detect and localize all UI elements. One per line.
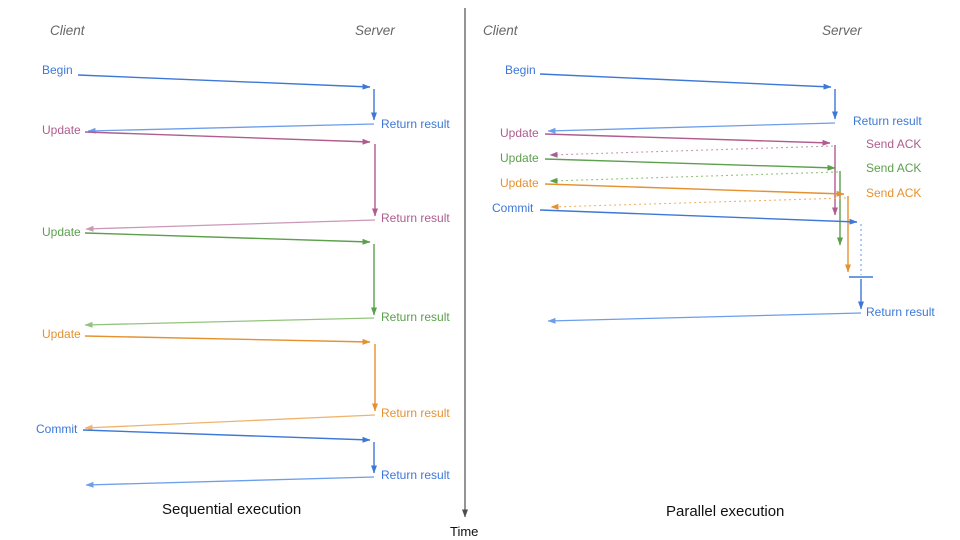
right-begin-response-arrow [547,122,836,134]
left-client-header: Client [50,23,85,38]
left-begin-response-label: Return result [381,117,450,131]
left-commit-request-arrow [82,429,371,443]
right-update1-ack-label: Send ACK [866,137,922,151]
right-commit-response-label: Return result [866,305,935,319]
right-update1-ack-dashed-arrow [549,145,834,158]
left-update2-response-arrow [84,317,375,328]
right-client-header: Client [483,23,518,38]
left-update3-response-label: Return result [381,406,450,420]
time-axis-label: Time [450,524,479,539]
left-diagram-lines [77,74,378,488]
right-begin-response-label: Return result [853,114,922,128]
left-update2-request-arrow [84,232,371,245]
right-update3-ack-dashed-arrow [550,197,847,210]
right-begin-label: Begin [505,63,536,77]
left-update1-response-label: Return result [381,211,450,225]
left-diagram-title: Sequential execution [162,501,302,518]
right-update1-label: Update [500,126,539,140]
right-update3-request-arrow [544,183,845,197]
left-update1-request-arrow [84,131,371,145]
left-commit-response-arrow [85,476,375,488]
left-update1-response-arrow [85,219,376,232]
right-update2-ack-label: Send ACK [866,161,922,175]
left-begin-response-arrow [87,123,375,134]
right-commit-request-arrow [539,209,858,225]
right-update2-label: Update [500,151,539,165]
left-update3-response-arrow [84,414,376,431]
left-update2-response-label: Return result [381,310,450,324]
left-server-header: Server [355,23,395,38]
left-commit-label: Commit [36,422,78,436]
right-commit-response-arrow [547,312,862,324]
left-update2-label: Update [42,225,81,239]
left-update1-label: Update [42,123,81,137]
left-commit-response-label: Return result [381,468,450,482]
left-update3-request-arrow [84,335,371,345]
left-begin-request-arrow [77,74,371,90]
left-begin-label: Begin [42,63,73,77]
right-update3-ack-label: Send ACK [866,186,922,200]
right-update2-ack-dashed-arrow [549,171,839,184]
right-update1-request-arrow [544,133,831,146]
right-commit-label: Commit [492,201,534,215]
left-update3-label: Update [42,327,81,341]
right-diagram-title: Parallel execution [666,503,785,520]
right-diagram-lines [539,73,873,324]
right-begin-request-arrow [539,73,832,90]
right-update2-request-arrow [544,158,836,171]
right-update3-label: Update [500,176,539,190]
right-server-header: Server [822,23,862,38]
